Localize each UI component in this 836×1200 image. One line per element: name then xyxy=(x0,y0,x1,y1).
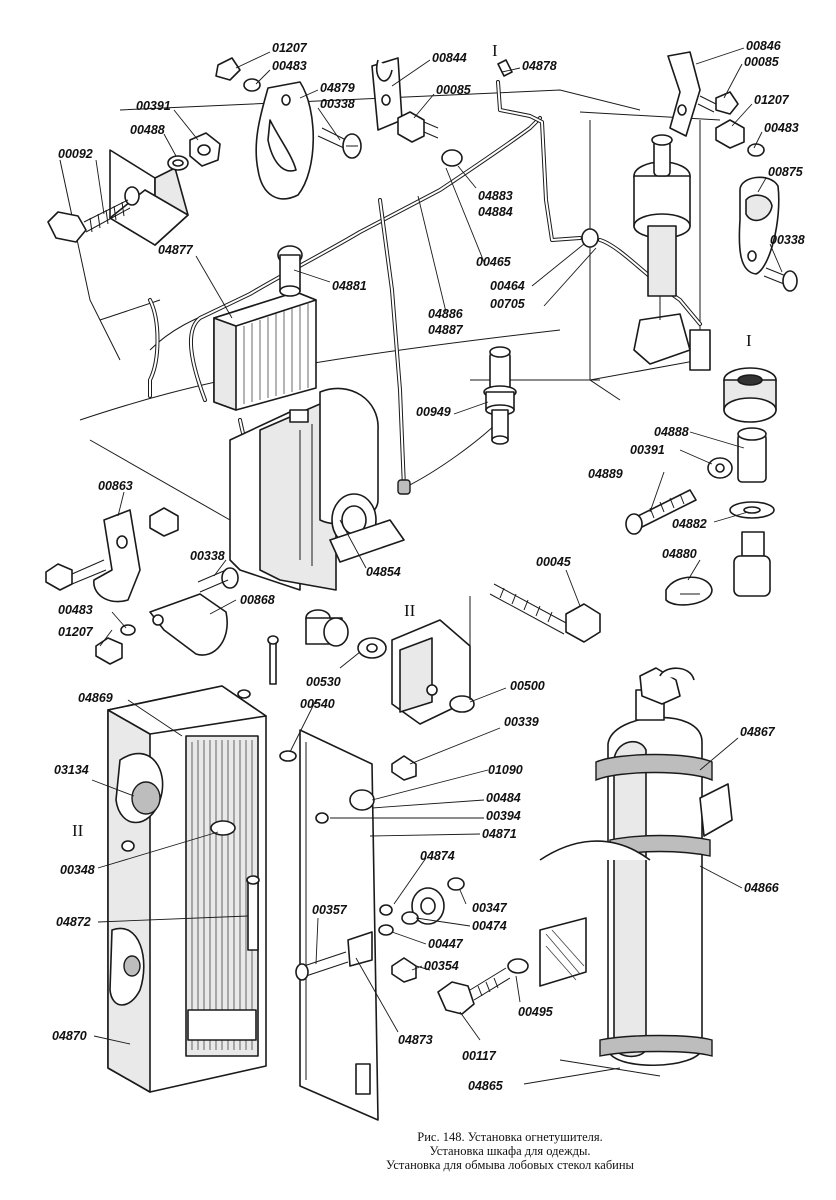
caption-line-2: Установка шкафа для одежды. xyxy=(429,1144,591,1158)
callout-labels: 01207 00483 04879 00338 00844 00085 0487… xyxy=(52,39,805,1093)
callout-00540: 00540 xyxy=(300,697,335,711)
callout-00500: 00500 xyxy=(510,679,545,693)
callout-00117: 00117 xyxy=(462,1049,497,1063)
callout-01207-right: 01207 xyxy=(754,93,790,107)
callout-00464: 00464 xyxy=(490,279,525,293)
callout-00863: 00863 xyxy=(98,479,133,493)
callout-00465: 00465 xyxy=(476,255,512,269)
callout-00483-left: 00483 xyxy=(58,603,93,617)
callout-00348: 00348 xyxy=(60,863,95,877)
callout-04884: 04884 xyxy=(478,205,513,219)
callout-00338-left: 00338 xyxy=(190,549,225,563)
mark-II-left: II xyxy=(72,821,84,840)
catch-00500-assembly xyxy=(305,583,601,725)
callout-00875: 00875 xyxy=(768,165,804,179)
callout-00338-right: 00338 xyxy=(770,233,805,247)
callout-00391-right: 00391 xyxy=(630,443,665,457)
callout-04867: 04867 xyxy=(740,725,776,739)
callout-00868: 00868 xyxy=(240,593,275,607)
mark-II-middle: II xyxy=(404,601,416,620)
callout-00949: 00949 xyxy=(416,405,451,419)
callout-00705: 00705 xyxy=(490,297,526,311)
callout-04873: 04873 xyxy=(398,1033,433,1047)
callout-00495: 00495 xyxy=(518,1005,554,1019)
clamp-00844-assembly xyxy=(371,57,439,143)
callout-00354: 00354 xyxy=(424,959,459,973)
callout-04888: 04888 xyxy=(654,425,689,439)
callout-04883: 04883 xyxy=(478,189,513,203)
callout-04886: 04886 xyxy=(428,307,464,321)
callout-00347: 00347 xyxy=(472,901,508,915)
callout-04854: 04854 xyxy=(366,565,401,579)
callout-00447: 00447 xyxy=(428,937,464,951)
callout-00391: 00391 xyxy=(136,99,171,113)
callout-04877: 04877 xyxy=(158,243,194,257)
bracket-00846-assembly xyxy=(667,51,798,292)
callout-00045: 00045 xyxy=(536,555,572,569)
callout-00483-right: 00483 xyxy=(764,121,799,135)
callout-00484: 00484 xyxy=(486,791,521,805)
callout-00474: 00474 xyxy=(472,919,507,933)
clamp-00863-assembly xyxy=(45,507,179,603)
callout-00483: 00483 xyxy=(272,59,307,73)
radiator-04877 xyxy=(213,245,317,411)
callout-04880: 04880 xyxy=(662,547,697,561)
callout-00530: 00530 xyxy=(306,675,341,689)
callout-04869: 04869 xyxy=(78,691,113,705)
callout-04879: 04879 xyxy=(320,81,355,95)
callout-01090: 01090 xyxy=(488,763,523,777)
callout-04871: 04871 xyxy=(482,827,517,841)
bracket-00092-assembly xyxy=(47,132,221,246)
clamp-00868-assembly xyxy=(95,567,239,665)
fitting-00949 xyxy=(483,346,517,445)
caption-line-3: Установка для обмыва лобовых стекол каби… xyxy=(386,1158,634,1172)
mark-I-right: I xyxy=(746,331,752,350)
callout-00844: 00844 xyxy=(432,51,467,65)
mark-I-top: I xyxy=(492,41,498,60)
callout-04874: 04874 xyxy=(420,849,455,863)
callout-04865: 04865 xyxy=(468,1079,504,1093)
figure-caption: Рис. 148. Установка огнетушителя. Устано… xyxy=(250,1130,770,1172)
bolt-00117-assembly xyxy=(437,917,587,1015)
callout-00338: 00338 xyxy=(320,97,355,111)
callout-04887: 04887 xyxy=(428,323,464,337)
callout-00394: 00394 xyxy=(486,809,521,823)
callout-00085: 00085 xyxy=(436,83,472,97)
latch-04874-assembly xyxy=(378,877,465,983)
callout-00846: 00846 xyxy=(746,39,782,53)
leader-lines xyxy=(91,47,783,1085)
callout-04866: 04866 xyxy=(744,881,780,895)
washer-tank-assembly xyxy=(633,134,711,371)
callout-04872: 04872 xyxy=(56,915,91,929)
callout-00092: 00092 xyxy=(58,147,93,161)
door-04871 xyxy=(279,729,417,1121)
callout-04889: 04889 xyxy=(588,467,623,481)
callout-04870: 04870 xyxy=(52,1029,87,1043)
wardrobe-04870 xyxy=(107,635,279,1093)
callout-00357: 00357 xyxy=(312,903,348,917)
callout-04878: 04878 xyxy=(522,59,557,73)
callout-04881: 04881 xyxy=(332,279,367,293)
fire-extinguisher-04867 xyxy=(539,667,733,1077)
clamp-04879-assembly xyxy=(215,57,362,200)
view-marks: I I II II xyxy=(72,41,752,840)
nozzle-04888-assembly xyxy=(625,367,777,606)
caption-line-1: Рис. 148. Установка огнетушителя. xyxy=(417,1130,603,1144)
callout-03134: 03134 xyxy=(54,763,89,777)
callout-01207-left: 01207 xyxy=(58,625,94,639)
callout-01207: 01207 xyxy=(272,41,308,55)
callout-04882: 04882 xyxy=(672,517,707,531)
callout-00488: 00488 xyxy=(130,123,165,137)
callout-00085-right: 00085 xyxy=(744,55,780,69)
callout-00339: 00339 xyxy=(504,715,539,729)
motor-04854 xyxy=(229,387,405,591)
cab-outline xyxy=(59,89,721,521)
